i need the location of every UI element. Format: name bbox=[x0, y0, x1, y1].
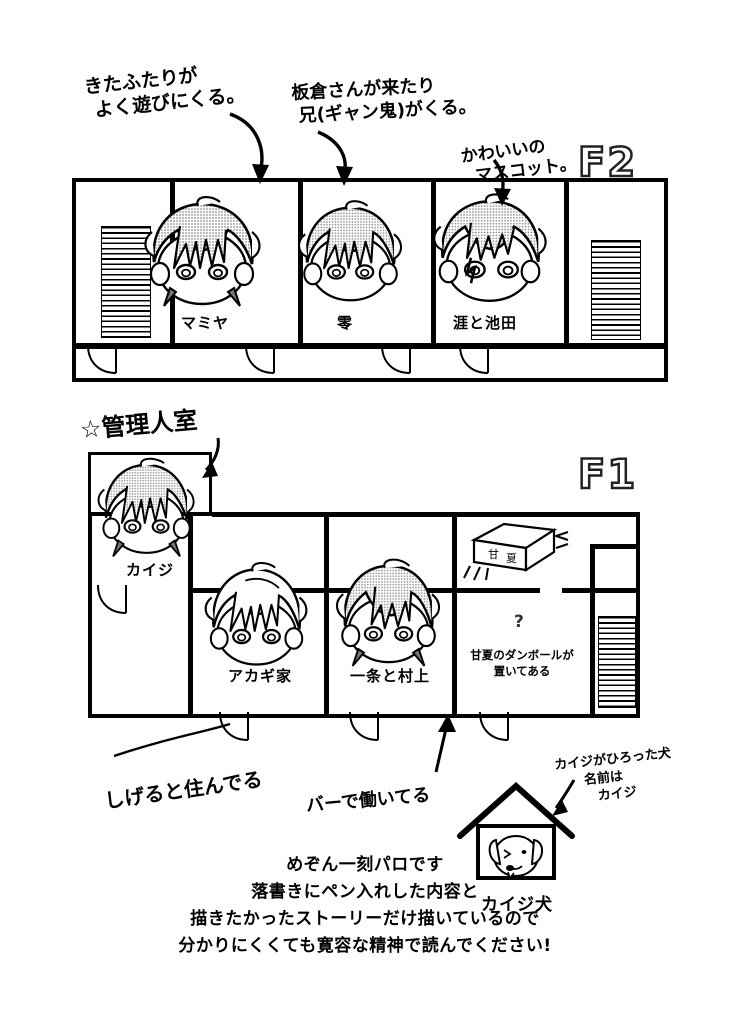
f1-divider-3 bbox=[590, 544, 595, 714]
f1-storage-note-line2: 置いてある bbox=[493, 663, 551, 678]
box-effect-lines bbox=[460, 562, 500, 588]
f2-door-1 bbox=[244, 344, 280, 375]
f1-mid-wall-right bbox=[562, 588, 636, 593]
chibi-head-rei bbox=[292, 198, 410, 310]
arrow-to-mamiya-room bbox=[222, 110, 282, 190]
f1-door-manager bbox=[96, 584, 132, 615]
annotation-bar-work: バーで働いてる bbox=[305, 784, 432, 817]
f1-room-label-1: 一条と村上 bbox=[349, 667, 430, 685]
f2-corridor-wall bbox=[76, 343, 664, 349]
caption-line-1: めぞん一刻パロです bbox=[286, 855, 444, 875]
svg-text:夏: 夏 bbox=[506, 552, 517, 565]
stairs-left-f2 bbox=[101, 226, 151, 338]
f1-top-wall-right bbox=[212, 512, 640, 517]
chibi-head-ichijo-murakami bbox=[330, 558, 448, 670]
annotation-itakura: 板倉さんが来たり 兄(ギャン鬼)がくる。 bbox=[291, 73, 477, 128]
f2-room-label-0: マミヤ bbox=[180, 314, 229, 332]
f1-door-1 bbox=[348, 711, 384, 742]
f1-storage-note: 甘夏のダンボールが 置いてある bbox=[452, 648, 592, 679]
stairs-right-f2 bbox=[591, 240, 641, 340]
f2-door-3 bbox=[458, 344, 494, 375]
f1-door-2 bbox=[478, 711, 514, 742]
f2-right-cell-divider bbox=[564, 182, 569, 343]
chibi-head-akagi bbox=[198, 562, 316, 672]
f2-room-divider-1 bbox=[298, 182, 303, 343]
dog-house-label: カイジ犬 bbox=[481, 895, 553, 915]
dog-house bbox=[452, 780, 582, 890]
svg-text:甘: 甘 bbox=[488, 548, 499, 561]
arrow-to-dog-house bbox=[544, 778, 584, 820]
question-mark-icon: ? bbox=[514, 612, 524, 632]
chibi-head-mamiya bbox=[140, 196, 265, 314]
caption-line-3: 描きたかったストーリーだけ描いているので bbox=[190, 909, 540, 929]
f1-divider-2 bbox=[452, 516, 457, 714]
f1-room-label-0: アカギ家 bbox=[227, 667, 292, 685]
chibi-head-kaiji bbox=[92, 452, 202, 564]
annotation-manager-room: ☆管理人室 bbox=[79, 405, 199, 445]
arrow-to-rei-room bbox=[312, 128, 372, 190]
f1-divider-0 bbox=[188, 516, 193, 714]
floor-tag-f1: F1 bbox=[577, 451, 638, 500]
arrow-to-gai-room bbox=[482, 158, 522, 210]
stairs-right-f1 bbox=[598, 616, 636, 708]
f1-storage-note-line1: 甘夏のダンボールが bbox=[470, 648, 574, 662]
cardboard-box-icon: 甘 夏 bbox=[468, 518, 560, 580]
f2-door-2 bbox=[380, 344, 416, 375]
f2-room-divider-2 bbox=[431, 182, 436, 343]
box-effect-lines-right bbox=[552, 528, 578, 558]
f1-alcove-wall bbox=[590, 544, 640, 549]
f1-divider-1 bbox=[324, 516, 329, 714]
f1-room-label-manager: カイジ bbox=[125, 561, 174, 579]
leader-shigeru bbox=[108, 722, 238, 762]
annotation-shigeru: しげると住んでる bbox=[103, 767, 264, 813]
caption-line-2: 落書きにペン入れした内容と bbox=[251, 882, 479, 902]
caption-line-4: 分かりにくくても寛容な精神で読んでください! bbox=[178, 936, 552, 956]
f2-door-0 bbox=[86, 344, 122, 375]
arrow-to-manager-room bbox=[192, 436, 232, 484]
chibi-head-gai-ikeda bbox=[428, 192, 550, 312]
f2-room-label-1: 零 bbox=[336, 314, 353, 332]
f1-door-0 bbox=[218, 711, 254, 742]
f2-room-label-2: 涯と池田 bbox=[452, 314, 517, 332]
leader-bar-work bbox=[392, 714, 462, 776]
